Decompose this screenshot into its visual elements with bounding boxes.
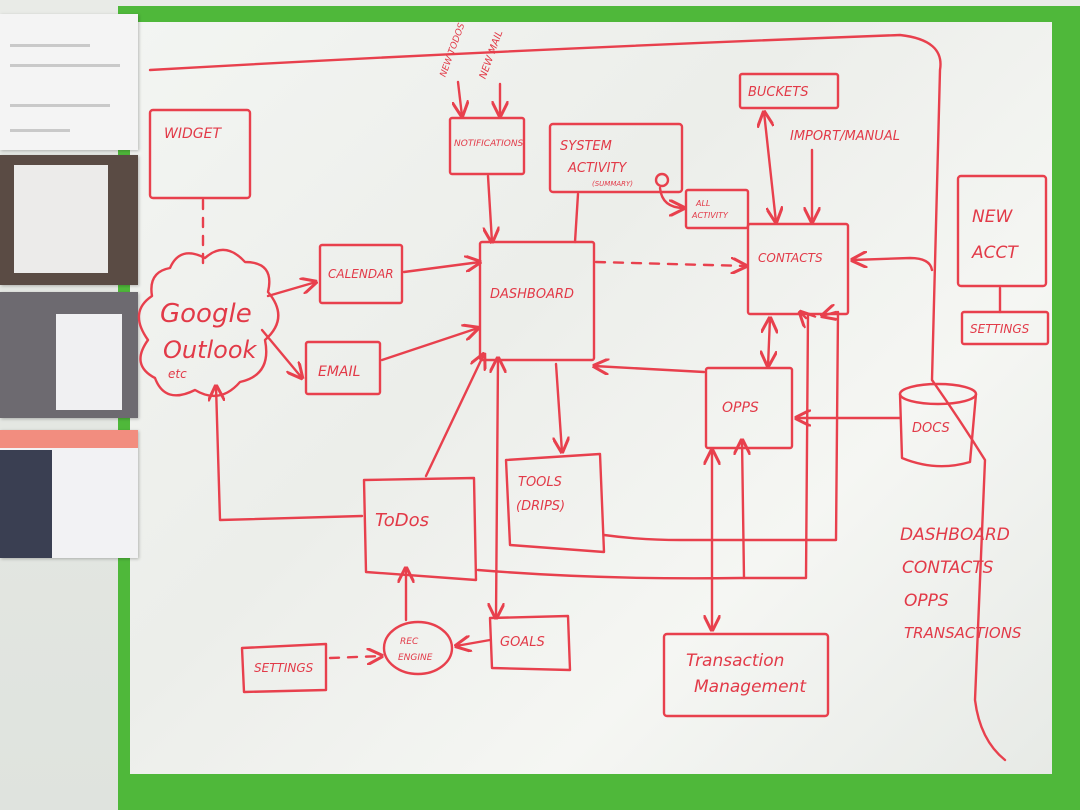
list-transactions: TRANSACTIONS: [904, 624, 1022, 642]
goals-box: [488, 614, 572, 672]
todos-dashboard-arrow: [424, 354, 484, 478]
docs-body: [898, 392, 978, 468]
goals-label: GOALS: [500, 635, 545, 650]
rec-engine-ellipse: [382, 620, 454, 676]
system-activity-label-1: SYSTEM: [560, 139, 612, 154]
new-todos-label: NEW TODOS: [439, 22, 468, 79]
goals-rec-arrow: [456, 640, 492, 646]
google-label: Google: [160, 299, 252, 329]
dashboard-label: DASHBOARD: [490, 287, 574, 302]
tools-opps-line: [602, 310, 840, 542]
outer-contacts-arrow: [852, 258, 934, 272]
system-activity-box: [548, 122, 684, 194]
new-todos-arrow: [458, 80, 462, 116]
all-activity-box: [684, 188, 750, 230]
transaction-box: [662, 632, 830, 718]
email-dashboard-arrow: [380, 328, 478, 362]
notifications-label: NOTIFICATIONS: [454, 139, 524, 149]
calendar-dashboard-arrow: [402, 262, 480, 274]
todos-opps-line: [740, 438, 746, 580]
system-activity-dashboard-line: [573, 192, 580, 244]
all-activity-label-1: ALL: [695, 199, 710, 208]
notifications-box: [448, 116, 526, 176]
contacts-opps-arrow: [768, 318, 770, 366]
rec-engine-label-2: ENGINE: [398, 653, 433, 663]
notifications-dashboard-arrow: [488, 174, 492, 242]
rec-engine-label-1: REC: [400, 637, 419, 647]
todos-box: [362, 476, 478, 582]
google-cloud: [137, 248, 280, 398]
bottom-contacts-arrow: [800, 312, 806, 318]
settings-right-label: SETTINGS: [970, 322, 1030, 336]
new-acct-box: [956, 174, 1048, 288]
calendar-box: [318, 243, 404, 305]
printout-3: [0, 292, 138, 418]
info-icon: [654, 172, 670, 188]
todos-google-arrow: [216, 386, 364, 522]
docs-label: DOCS: [912, 421, 950, 436]
email-label: EMAIL: [318, 364, 360, 380]
system-all-activity-arrow: [658, 186, 684, 208]
transaction-label-2: Management: [694, 677, 807, 697]
dashboard-tools-arrow: [556, 362, 562, 452]
settings-right-box: [960, 310, 1050, 346]
todos-label: ToDos: [375, 510, 429, 531]
etc-label: etc: [168, 367, 187, 381]
outlook-label: Outlook: [163, 336, 258, 364]
buckets-box: [738, 72, 840, 110]
new-mail-label: NEW MAIL: [478, 29, 506, 81]
tools-label-1: TOOLS: [518, 475, 562, 490]
settings-rec-arrow: [328, 656, 382, 658]
dashboard-box: [478, 240, 596, 362]
contacts-label: CONTACTS: [758, 251, 823, 265]
list-dashboard: DASHBOARD: [900, 525, 1010, 545]
google-calendar-arrow: [266, 282, 316, 298]
list-opps: OPPS: [904, 591, 949, 611]
tools-box: [504, 452, 606, 554]
all-activity-label-2: ACTIVITY: [691, 211, 729, 220]
new-acct-label-1: NEW: [972, 207, 1013, 227]
dashboard-contacts-arrow: [594, 262, 746, 266]
contacts-box: [746, 222, 850, 316]
settings-left-box: [240, 642, 328, 694]
whiteboard-surface: [130, 22, 1052, 774]
new-acct-label-2: ACCT: [971, 243, 1019, 263]
transaction-label-1: Transaction: [686, 651, 784, 671]
tools-label-2: (DRIPS): [516, 499, 565, 514]
buckets-contacts-arrow: [764, 112, 776, 222]
email-box: [304, 340, 382, 396]
import-manual-label: IMPORT/MANUAL: [790, 129, 900, 144]
outer-loop-line: [148, 33, 1007, 762]
widget-label: WIDGET: [164, 126, 222, 142]
buckets-label: BUCKETS: [748, 85, 808, 100]
settings-left-label: SETTINGS: [254, 661, 314, 675]
system-activity-label-2: ACTIVITY: [567, 161, 627, 176]
tools-contacts-arrow: [822, 312, 836, 316]
opps-label: OPPS: [722, 400, 759, 416]
list-contacts: CONTACTS: [902, 558, 994, 578]
dashboard-goals-arrow: [496, 358, 498, 618]
calendar-label: CALENDAR: [328, 267, 394, 281]
dashboard-opps-line: [594, 366, 706, 372]
widget-box: [148, 108, 252, 200]
printout-2: [0, 155, 138, 285]
printout-4: [0, 430, 138, 558]
google-email-arrow: [260, 328, 302, 378]
todos-bottom-line: [476, 312, 810, 580]
system-activity-summary: (SUMMARY): [592, 180, 633, 188]
printout-1: [0, 14, 138, 150]
